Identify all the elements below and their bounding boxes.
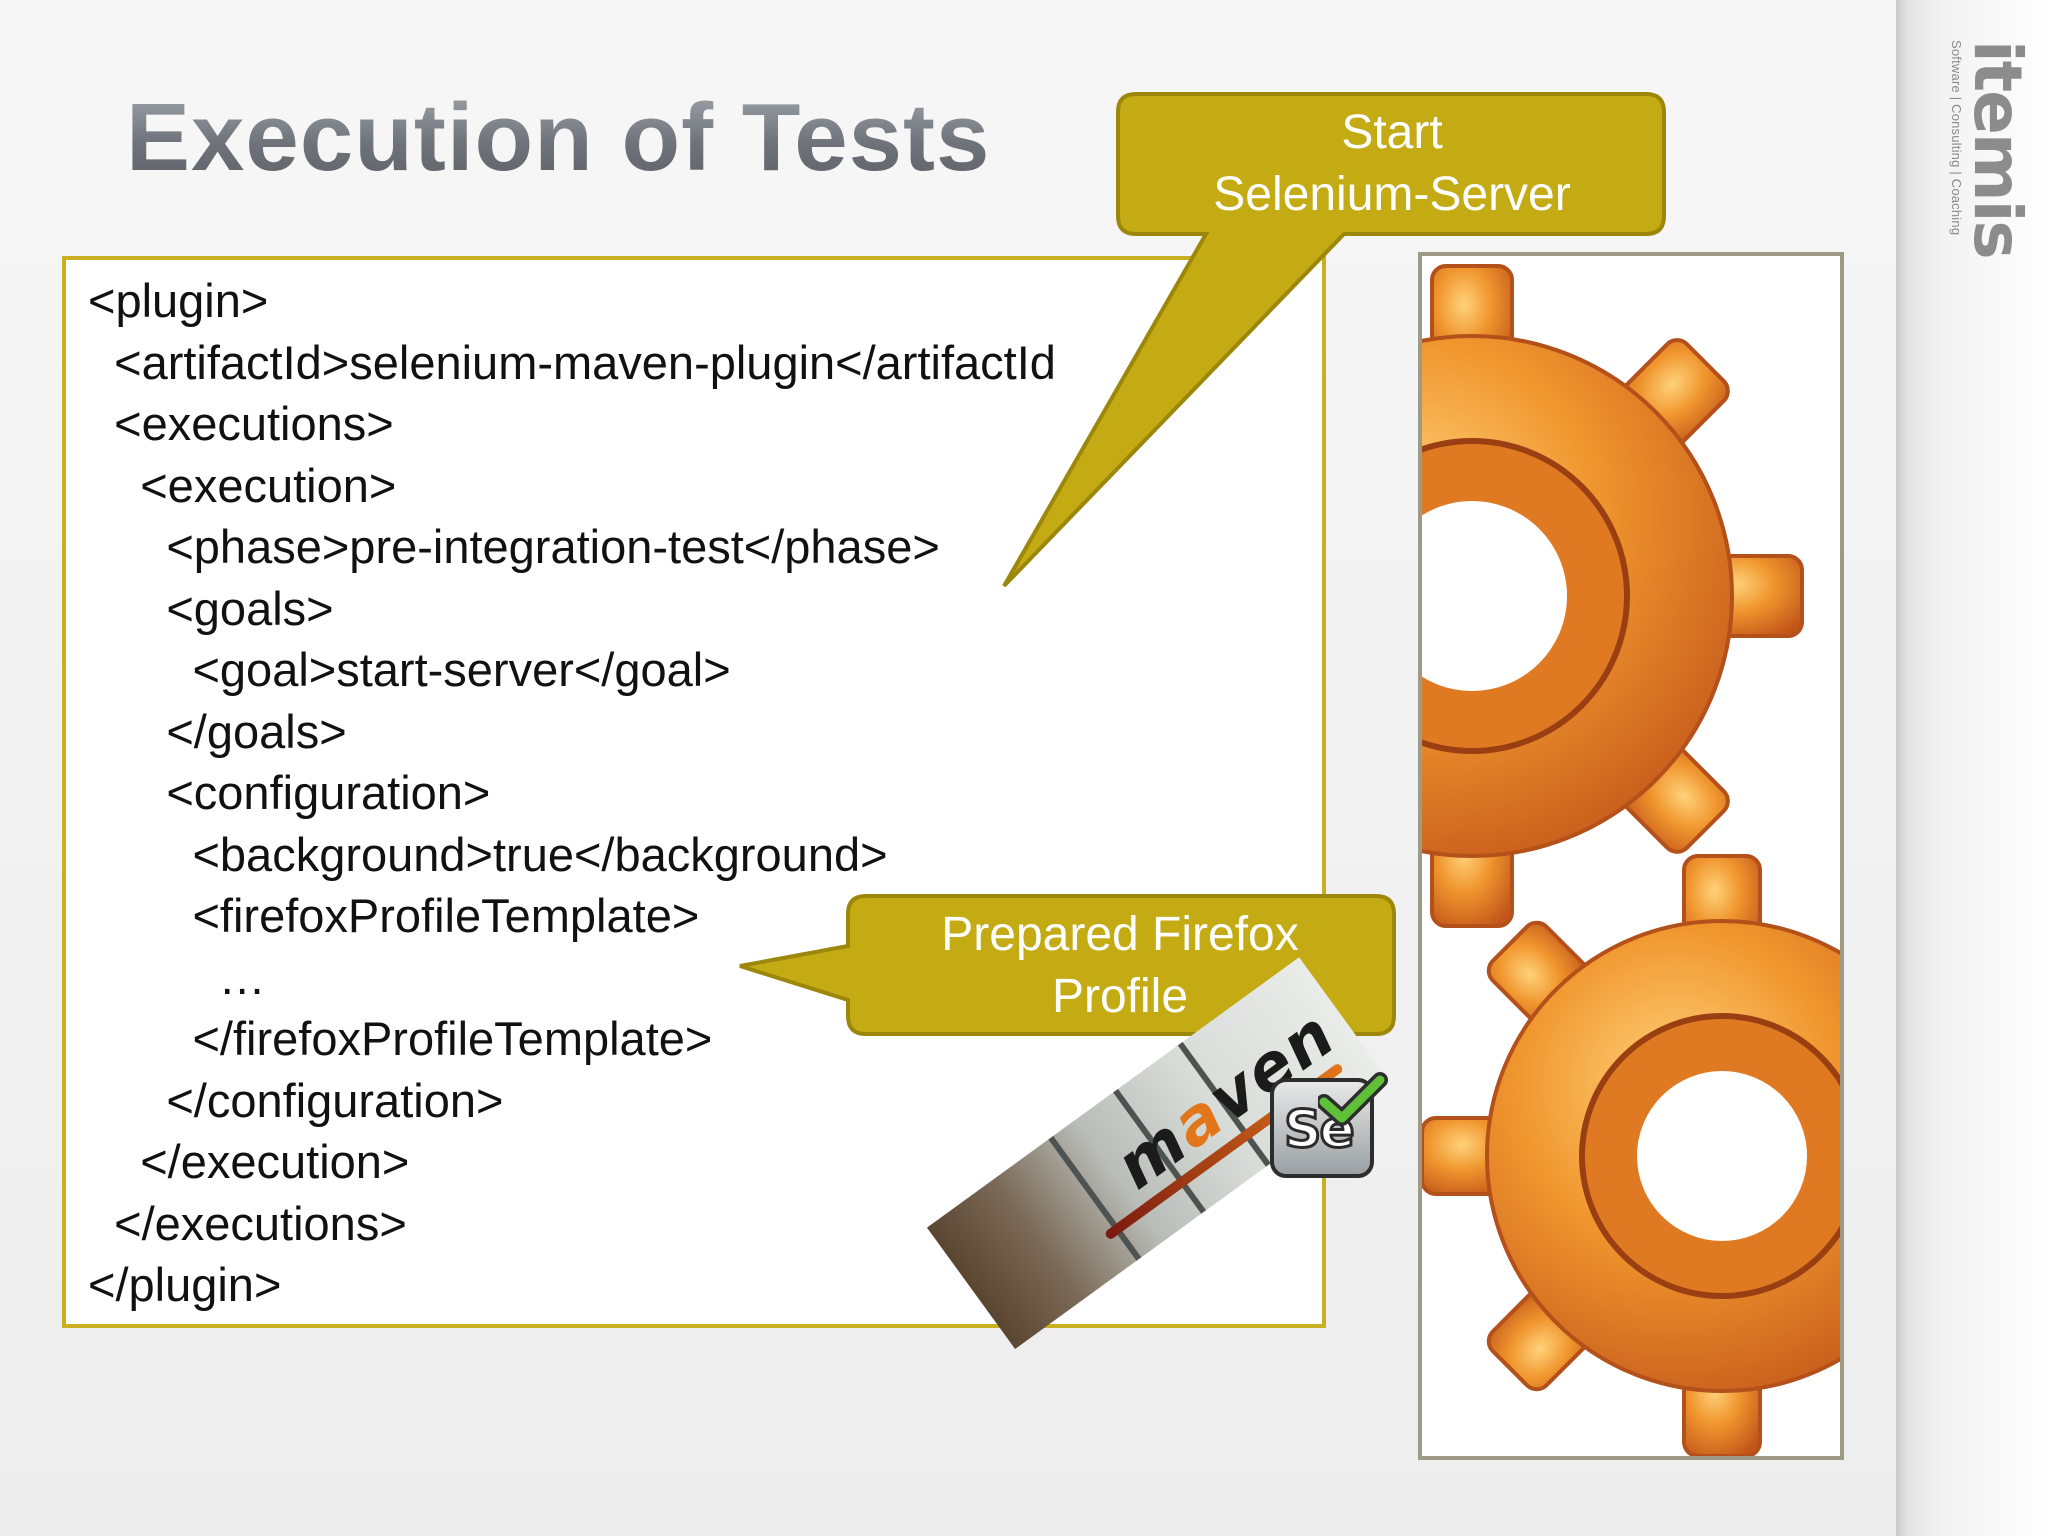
code-line: </executions> [88, 1196, 407, 1250]
callout-firefox-profile-shape [739, 894, 1396, 1036]
checkmark-icon [1318, 1072, 1388, 1126]
callout-start-server: Start Selenium-Server [1120, 102, 1664, 226]
slide-title: Execution of Tests [126, 78, 990, 198]
code-line: <plugin> [88, 274, 269, 327]
code-line: <artifactId>selenium-maven-plugin</artif… [88, 335, 1056, 389]
gear-upper [1422, 264, 1804, 928]
callout-profile-line2: Profile [1051, 970, 1189, 1023]
gears-icon [1422, 264, 1840, 1456]
callout-firefox-profile: Prepared Firefox Profile [846, 904, 1394, 1028]
callout-start-server-shape [1002, 92, 1666, 588]
selenium-logo: Se [1270, 1072, 1388, 1178]
code-line: … [88, 950, 266, 1004]
code-line: <phase>pre-integration-test</phase> [88, 520, 940, 573]
callout-start-line2: Selenium-Server [1213, 168, 1571, 221]
code-line: <background>true</background> [88, 827, 888, 881]
code-line: </execution> [88, 1135, 410, 1188]
callout-profile-line1: Prepared Firefox [941, 908, 1299, 961]
code-line: <firefoxProfileTemplate> [88, 889, 700, 942]
code-line: <execution> [88, 458, 397, 512]
gear-lower [1422, 854, 1840, 1456]
code-line: <goals> [88, 581, 334, 635]
gears-image-panel [1418, 252, 1844, 1460]
code-line: <goal>start-server</goal> [88, 643, 731, 696]
code-line: </firefoxProfileTemplate> [88, 1012, 713, 1065]
callout-start-line1: Start [1341, 106, 1443, 159]
brand-sidebar [1896, 0, 2048, 1536]
code-line: </plugin> [88, 1258, 282, 1311]
code-line: </configuration> [88, 1073, 504, 1127]
code-line: </goals> [88, 704, 347, 758]
code-line: <configuration> [88, 766, 491, 819]
code-line: <executions> [88, 397, 394, 450]
code-listing: <plugin> <artifactId>selenium-maven-plug… [88, 270, 1056, 1316]
